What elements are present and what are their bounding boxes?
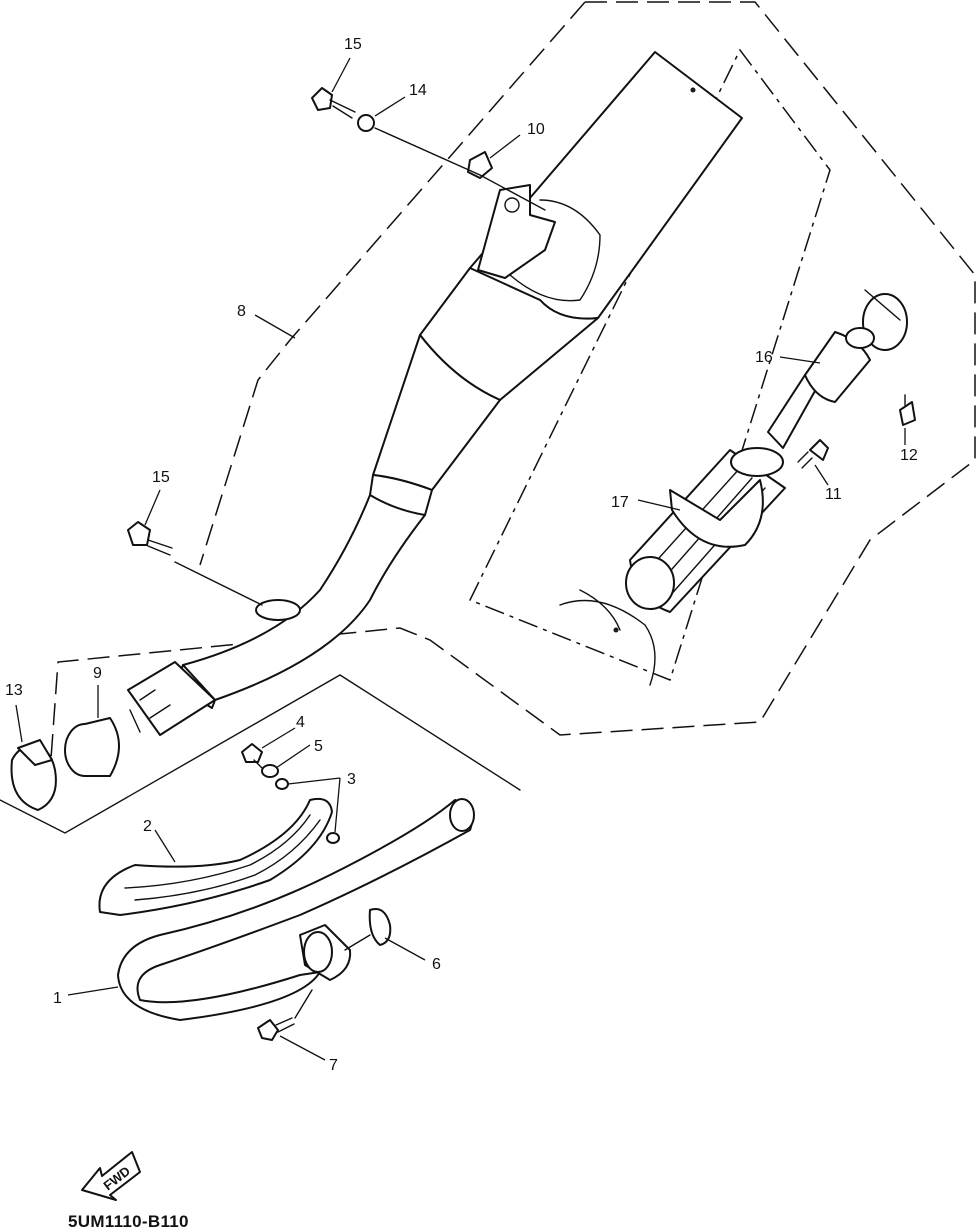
bolt-15-axis [174,561,263,606]
exhaust-pipe [117,798,475,1021]
gasket-6-axis [344,934,371,951]
forward-arrow-icon: FWD [81,1151,141,1201]
callout-9: 9 [93,665,102,682]
muffler-body [127,51,743,736]
callout-13: 13 [5,682,23,699]
callout-4: 4 [296,714,305,731]
gasket-9 [64,717,120,777]
bolt-11 [797,439,829,469]
callout-17: 17 [611,494,629,511]
collar-3-lower [326,832,340,844]
exhaust-pipe-assembly-boundary [0,674,521,834]
callout-7: 7 [329,1057,338,1074]
clamp-13 [10,739,57,811]
silencer-insert [559,447,786,686]
leader-lines [15,57,906,1061]
collar-3-upper [275,778,289,790]
callout-15-top: 15 [344,36,362,53]
grommet-10 [467,151,493,179]
callout-10: 10 [527,121,545,138]
spark-arrester-tip [767,289,908,449]
callout-11: 11 [825,486,842,503]
callout-14: 14 [409,82,427,99]
bolt-7 [257,1017,295,1041]
washer-14 [357,114,375,132]
bracket-2 [98,797,333,916]
bolt-15-mid [127,521,173,556]
gasket-6 [368,908,392,946]
callout-5: 5 [314,738,323,755]
callout-1: 1 [53,990,62,1007]
drawing-code: 5UM1110-B110 [68,1212,189,1231]
callout-2: 2 [143,818,152,835]
muffler-assembly-boundary-upper [199,1,586,566]
mount-axis-line [374,127,546,211]
callout-15-mid: 15 [152,469,170,486]
callout-6: 6 [432,956,441,973]
callout-3: 3 [347,771,356,788]
washer-5 [261,764,279,778]
callout-8: 8 [237,303,246,320]
bolt-12 [899,394,916,426]
callout-16: 16 [755,349,773,366]
bolt-7-axis [294,989,313,1019]
callout-12: 12 [900,447,918,464]
bolt-15-top [311,87,356,119]
bolt-4 [241,743,265,771]
